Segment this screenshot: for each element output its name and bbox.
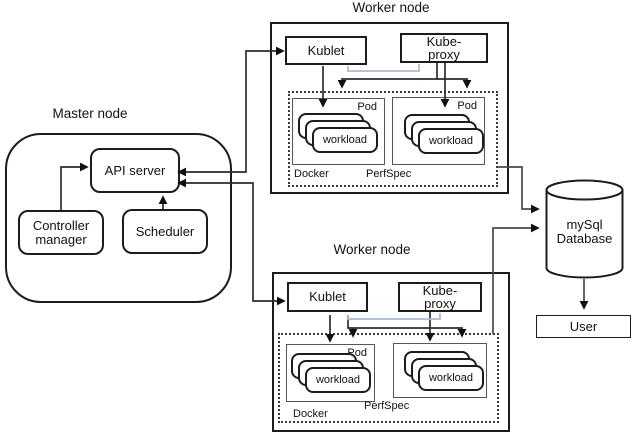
pod-label: Pod <box>357 101 377 113</box>
workload-label: workload <box>428 135 474 147</box>
worker-node-bottom-box <box>272 272 510 432</box>
api-server-box: API server <box>90 148 180 193</box>
perfspec-label: PerfSpec <box>366 168 412 180</box>
worker-node-bottom-title: Worker node <box>333 242 411 257</box>
workload-box-front: workload <box>312 127 378 153</box>
workload-box-front: workload <box>418 365 484 391</box>
workload-label: workload <box>315 374 361 386</box>
kublet-bottom-box: Kublet <box>287 282 368 312</box>
workload-box-front: workload <box>305 367 371 393</box>
master-node-title: Master node <box>52 106 128 121</box>
pod-box: Pod workload <box>292 98 385 165</box>
perfspec-label: PerfSpec <box>364 400 410 412</box>
kublet-top-box: Kublet <box>285 36 367 65</box>
pod-box: Pod workload <box>392 97 485 165</box>
kube-proxy-bottom-label-line2: proxy <box>424 296 456 311</box>
controller-manager-label: Controller manager <box>32 217 90 247</box>
kube-proxy-bottom-box: Kube- proxy <box>398 282 482 312</box>
user-box: User <box>536 315 631 338</box>
kublet-bottom-label: Kublet <box>309 289 346 304</box>
scheduler-label: Scheduler <box>135 223 195 239</box>
kube-proxy-top-label-line1: Kube- <box>426 34 462 49</box>
perfspec-docker-zone-top <box>288 91 498 187</box>
controller-manager-box: Controller manager <box>18 210 104 255</box>
pod-box: workload <box>393 343 487 398</box>
mysql-database-label: mySql Database <box>556 217 613 246</box>
workload-label: workload <box>428 372 474 384</box>
user-label: User <box>569 318 598 334</box>
pod-box: Pod workload <box>286 344 375 402</box>
scheduler-box: Scheduler <box>122 209 208 254</box>
kube-proxy-top-box: Kube- proxy <box>400 33 488 63</box>
kube-proxy-bottom-label-line1: Kube- <box>422 283 458 298</box>
kube-proxy-top-label-line2: proxy <box>428 47 460 62</box>
workload-label: workload <box>322 134 368 146</box>
api-server-label: API server <box>104 162 166 178</box>
pod-label: Pod <box>457 100 477 112</box>
docker-label: Docker <box>293 408 328 420</box>
kublet-top-label: Kublet <box>307 42 345 58</box>
workload-box-front: workload <box>418 128 484 154</box>
worker-node-top-title: Worker node <box>352 0 430 15</box>
docker-label: Docker <box>294 168 329 180</box>
